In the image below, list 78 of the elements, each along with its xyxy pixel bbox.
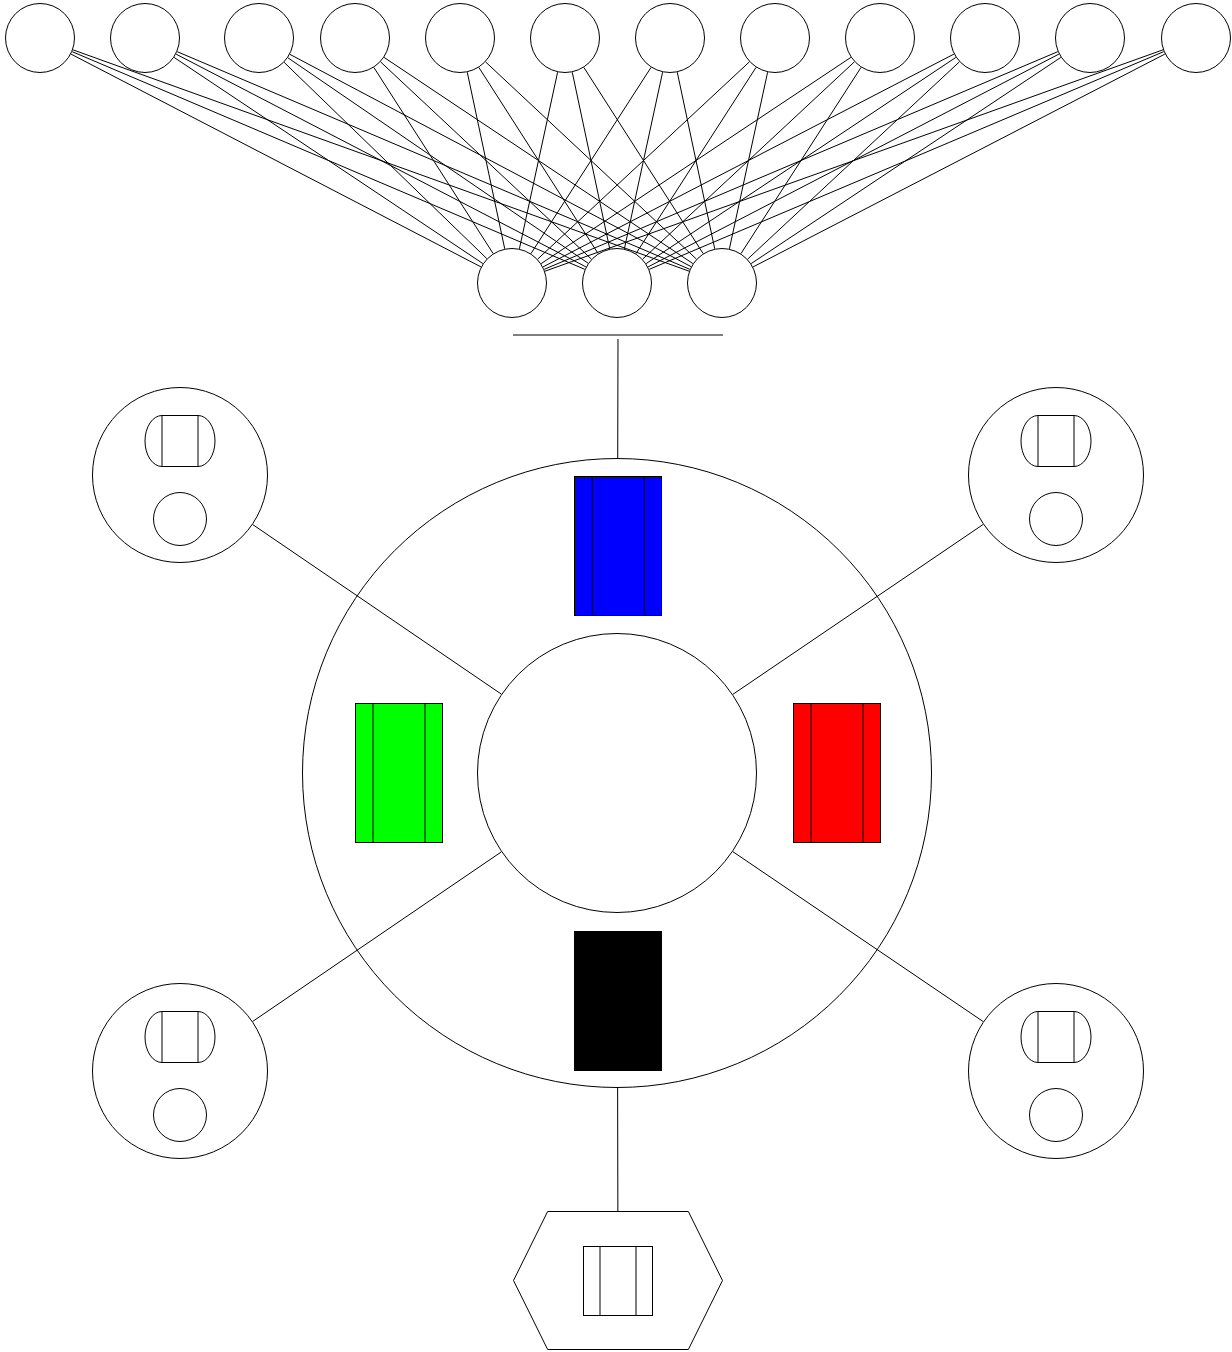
connector-line [485,61,697,260]
connector-line [732,523,984,695]
circle-node [477,248,547,318]
connector-line [176,51,691,270]
connector-line [750,56,1062,265]
circle-node [1161,3,1231,73]
capsule-symbol [145,1011,215,1063]
circle-node [968,983,1144,1159]
circle-node [92,983,268,1159]
connector-line [173,56,484,265]
capsule-symbol [1021,415,1091,467]
capsule-symbol [145,415,215,467]
circle-node [224,3,294,73]
connector-line [635,66,757,255]
connector-line [571,71,611,250]
connector-line [732,851,984,1023]
capsule-symbol [1021,1011,1091,1063]
connector-line [543,51,1059,270]
connector-line [373,66,494,255]
connector-line [289,53,692,268]
connector-line [642,61,855,260]
connector-line [645,56,957,265]
connector-line [647,53,1060,268]
connector-line [728,71,769,250]
slot-symbol [583,1246,653,1316]
connector-line [287,57,589,264]
connector-line [175,53,587,268]
colored-block [574,931,662,1071]
connector-line [72,49,690,272]
colored-block [793,703,881,843]
connector-line [540,56,852,265]
circle-node [635,3,705,73]
circle-node [5,3,75,73]
ring-node [302,458,932,1088]
circle-node [950,3,1020,73]
connector-line [530,66,652,255]
circle-node [425,3,495,73]
connector-line [478,66,599,255]
circle-node [1029,1088,1083,1142]
connector-line [383,56,694,265]
connector-line [380,61,592,260]
circle-node [687,248,757,318]
connector-line [544,49,1164,272]
circle-node [320,3,390,73]
connector-line [617,338,619,459]
connector-line [537,61,750,260]
connector-line [283,61,488,260]
connector-line [71,51,586,270]
connector-line [676,71,716,250]
connector-line [648,51,1165,270]
circle-node [92,387,268,563]
circle-node [740,3,810,73]
connector-line [466,71,506,250]
connector-line [70,53,482,268]
connector-line [583,66,704,255]
colored-block [355,703,443,843]
connector-line [252,524,502,695]
connector-line [740,66,862,255]
circle-node [110,3,180,73]
circle-node [845,3,915,73]
connector-line [752,53,1166,268]
circle-node [582,248,652,318]
connector-line [252,851,502,1022]
connector-line [542,53,955,268]
hexagon-node [513,1211,723,1350]
connector-line [747,61,960,260]
colored-block [574,476,662,616]
bar-node [513,331,723,339]
circle-node [1055,3,1125,73]
circle-node [153,492,207,546]
circle-node [153,1088,207,1142]
connector-line [518,71,559,250]
circle-node [1029,492,1083,546]
circle-node [477,633,757,913]
connector-line [623,71,664,250]
circle-node [968,387,1144,563]
circle-node [530,3,600,73]
connector-line [617,1087,619,1212]
